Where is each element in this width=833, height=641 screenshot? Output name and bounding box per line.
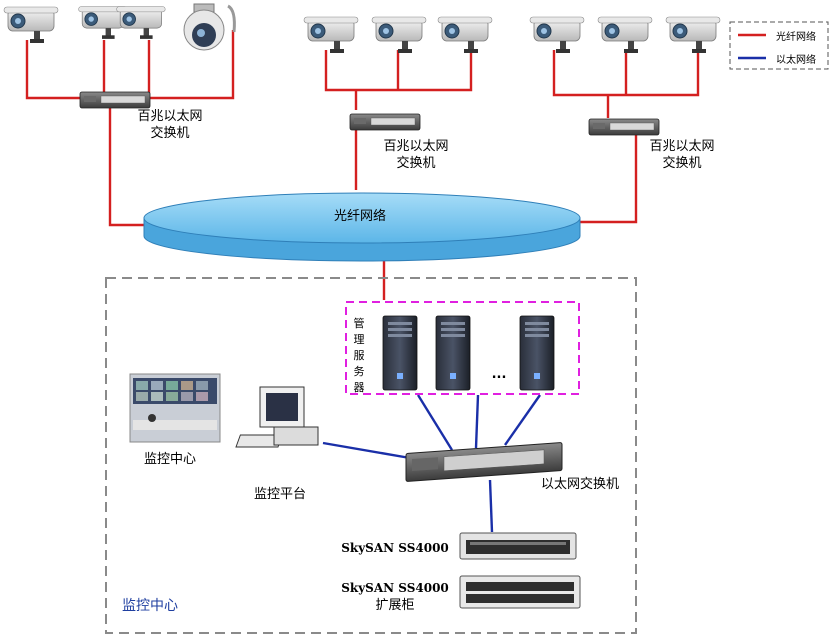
servers-label: 管 理 服 务 器 — [353, 317, 365, 394]
camera-icon — [371, 16, 427, 54]
servers-ellipsis: ... — [491, 367, 507, 382]
switch-mid-label: 百兆以太网 交换机 — [376, 138, 456, 172]
switch-icon — [588, 118, 660, 136]
camera-icon — [529, 16, 585, 54]
camera-icon — [3, 6, 59, 44]
camera-icon — [116, 6, 166, 40]
ethernet-links — [322, 394, 541, 533]
camera-icon — [303, 16, 359, 54]
camera-icon — [437, 16, 493, 54]
monitor-room-label: 监控中心 — [143, 452, 196, 467]
switch-right-label-line1: 百兆以太网 — [649, 139, 715, 154]
legend-ethernet-label: 以太网络 — [776, 55, 816, 66]
storage-icon — [459, 532, 577, 560]
ethernet-switch-icon — [405, 442, 563, 482]
legend-box — [729, 21, 829, 70]
server-group-box — [345, 301, 580, 395]
monitor-center-area — [105, 277, 637, 634]
storage-label: SkySAN SS4000 — [341, 541, 449, 555]
switch-icon — [79, 91, 151, 109]
ethernet-switch-label: 以太网交换机 — [540, 477, 619, 492]
camera-icon — [597, 16, 653, 54]
switch-left-label: 百兆以太网 交换机 — [130, 108, 210, 142]
server-icon — [519, 315, 555, 391]
expansion-cabinet-icon — [459, 575, 581, 609]
switch-mid-label-line2: 交换机 — [396, 156, 436, 171]
ethernet-link-server2 — [474, 394, 480, 449]
server-icon — [382, 315, 418, 391]
fiber-link-left-switch — [108, 98, 150, 227]
monitor-room-image — [129, 373, 221, 443]
switch-left-label-line2: 交换机 — [150, 126, 190, 141]
switch-left-label-line1: 百兆以太网 — [137, 109, 203, 124]
ethernet-link-platform — [322, 441, 411, 460]
switch-right-label: 百兆以太网 交换机 — [642, 138, 722, 172]
ethernet-link-storage — [488, 479, 494, 533]
server-icon — [435, 315, 471, 391]
ethernet-link-server3 — [504, 394, 541, 446]
ethernet-link-server1 — [416, 394, 454, 451]
platform-label: 监控平台 — [253, 487, 306, 502]
dome-camera-icon — [183, 3, 236, 51]
computer-icon — [235, 386, 319, 448]
monitor-center-area-label: 监控中心 — [122, 598, 178, 614]
fiber-network-label: 光纤网络 — [333, 209, 386, 224]
switch-mid-label-line1: 百兆以太网 — [383, 139, 449, 154]
fiber-link-right-switch — [578, 130, 638, 224]
legend-fiber-label: 光纤网络 — [776, 32, 816, 43]
switch-icon — [349, 113, 421, 131]
camera-icon — [665, 16, 721, 54]
legend — [729, 21, 829, 70]
fiber-network-disk — [143, 192, 581, 262]
expansion-label-1: SkySAN SS4000 — [341, 581, 449, 595]
expansion-label-2: 扩展柜 — [375, 598, 415, 613]
switch-right-label-line2: 交换机 — [662, 156, 702, 171]
